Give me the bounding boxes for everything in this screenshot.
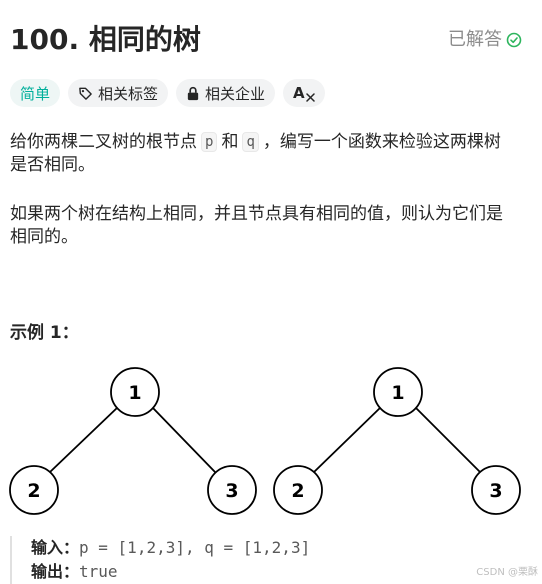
tree-q-node-left: 2 xyxy=(273,465,323,515)
svg-text:2: 2 xyxy=(27,480,40,502)
tree-p-node-right: 3 xyxy=(207,465,257,515)
watermark: CSDN @栗酥 xyxy=(476,567,538,578)
tag-icon xyxy=(78,86,93,101)
code-p: p xyxy=(201,132,218,152)
example-io-block: 输入：p = [1,2,3], q = [1,2,3] 输出：true xyxy=(10,536,310,584)
output-value: true xyxy=(79,562,118,581)
svg-text:1: 1 xyxy=(128,382,141,404)
tree-q-node-root: 1 xyxy=(373,367,423,417)
desc-text-4: 如果两个树在结构上相同，并且节点具有相同的值，则认为它们是 xyxy=(10,204,503,224)
related-companies-button[interactable]: 相关企业 xyxy=(176,79,276,107)
tree-q-edge-right xyxy=(414,406,481,473)
solved-status[interactable]: 已解答 xyxy=(448,28,522,52)
desc-text-2: ，编写一个函数来检验这两棵树 xyxy=(262,132,501,152)
code-q: q xyxy=(242,132,259,152)
example-title: 示例 1： xyxy=(10,323,79,343)
translate-icon: A xyxy=(293,84,315,102)
svg-text:2: 2 xyxy=(291,480,304,502)
example-input-line: 输入：p = [1,2,3], q = [1,2,3] xyxy=(31,536,310,560)
lock-icon xyxy=(186,86,200,101)
tree-p-node-left: 2 xyxy=(9,465,59,515)
problem-header: 100. 相同的树 已解答 xyxy=(10,20,532,60)
related-companies-label: 相关企业 xyxy=(205,84,266,103)
solved-label: 已解答 xyxy=(448,29,502,50)
tree-p-node-root: 1 xyxy=(110,367,160,417)
description-paragraph-2: 如果两个树在结构上相同，并且节点具有相同的值，则认为它们是 相同的。 xyxy=(10,203,532,249)
svg-text:1: 1 xyxy=(391,382,404,404)
input-label: 输入： xyxy=(31,538,80,557)
tree-p-edge-left xyxy=(49,406,119,473)
tree-q: 1 2 3 xyxy=(273,367,521,515)
check-circle-icon xyxy=(506,32,522,48)
desc-and: 和 xyxy=(221,132,239,152)
svg-text:3: 3 xyxy=(225,480,238,502)
tree-q-node-right: 3 xyxy=(471,465,521,515)
problem-title: 100. 相同的树 xyxy=(10,23,201,56)
difficulty-label: 简单 xyxy=(20,84,51,103)
translate-button[interactable]: A xyxy=(283,79,325,107)
related-tags-label: 相关标签 xyxy=(98,84,159,103)
output-label: 输出： xyxy=(31,562,80,581)
tag-bar: 简单 相关标签 相关企业 A xyxy=(10,79,325,107)
tree-p-edge-right xyxy=(151,406,216,473)
input-value: p = [1,2,3], q = [1,2,3] xyxy=(79,538,311,557)
related-tags-button[interactable]: 相关标签 xyxy=(68,79,169,107)
desc-text-1: 给你两棵二叉树的根节点 xyxy=(10,132,197,152)
svg-text:3: 3 xyxy=(489,480,502,502)
difficulty-badge[interactable]: 简单 xyxy=(10,79,61,107)
desc-text-5: 相同的。 xyxy=(10,227,78,247)
desc-text-3: 是否相同。 xyxy=(10,155,95,175)
tree-p: 1 2 3 xyxy=(9,367,257,515)
tree-q-edge-left xyxy=(313,406,382,473)
example-tree-diagram: 1 2 3 1 2 3 xyxy=(9,367,521,515)
example-output-line: 输出：true xyxy=(31,560,310,584)
